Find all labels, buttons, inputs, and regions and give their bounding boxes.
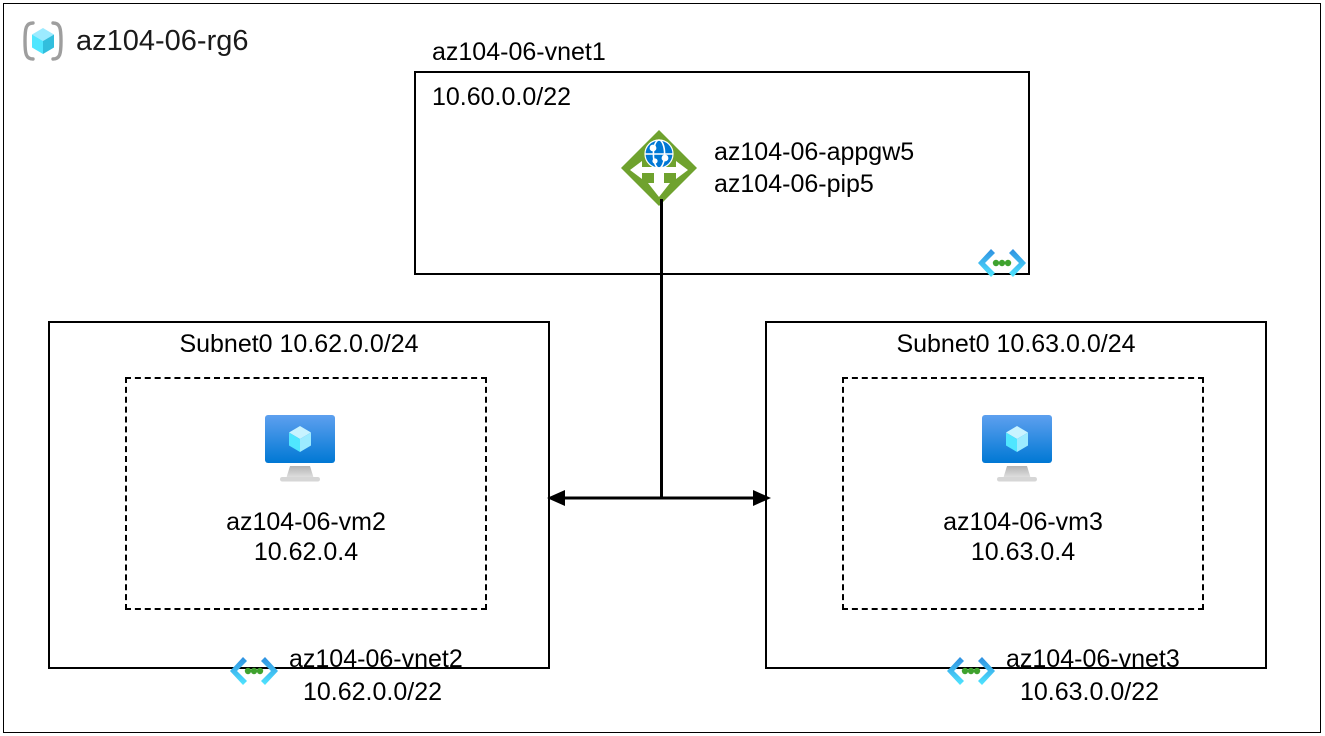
vnet3-box — [765, 321, 1267, 669]
resource-group-header: az104-06-rg6 — [22, 20, 249, 62]
application-gateway-group[interactable]: az104-06-appgw5 az104-06-pip5 — [618, 127, 914, 209]
resource-group-frame — [3, 3, 1321, 733]
vnet2-cidr: 10.62.0.0/22 — [303, 678, 443, 706]
vnet2-subnet-title: Subnet0 10.62.0.0/24 — [179, 330, 419, 358]
vnet3-cidr: 10.63.0.0/22 — [1020, 678, 1160, 706]
vnet2-vm-name: az104-06-vm2 — [226, 508, 386, 536]
vnet2-subnet-dashed-border — [125, 377, 487, 610]
vnet1-title: az104-06-vnet1 — [432, 38, 606, 66]
vnet2-vm-ip: 10.62.0.4 — [253, 538, 359, 566]
vnet2-virtual-machine-icon[interactable] — [262, 413, 338, 485]
application-gateway-labels: az104-06-appgw5 az104-06-pip5 — [714, 136, 914, 200]
bidirectional-peering-arrow — [545, 482, 773, 519]
vnet1-virtual-network-icon — [976, 246, 1028, 280]
vnet2-virtual-network-icon — [228, 654, 280, 688]
vnet3-vm-name: az104-06-vm3 — [943, 508, 1103, 536]
application-gateway-icon — [618, 127, 700, 209]
appgw-name: az104-06-appgw5 — [714, 138, 915, 166]
resource-group-cube-icon — [22, 20, 64, 62]
vnet3-virtual-machine-icon[interactable] — [979, 413, 1055, 485]
vnet1-cidr: 10.60.0.0/22 — [432, 83, 572, 111]
vnet3-name: az104-06-vnet3 — [1006, 645, 1180, 673]
vnet3-subnet-dashed-border — [842, 377, 1204, 610]
vnet3-vm-labels: az104-06-vm3 10.63.0.4 — [842, 507, 1204, 567]
resource-group-name: az104-06-rg6 — [76, 24, 249, 57]
vnet2-box — [48, 321, 550, 669]
vnet2-vm-labels: az104-06-vm2 10.62.0.4 — [125, 507, 487, 567]
public-ip-name: az104-06-pip5 — [714, 170, 874, 198]
vnet2-name: az104-06-vnet2 — [289, 645, 463, 673]
vnet3-virtual-network-icon — [945, 654, 997, 688]
vnet3-subnet-title: Subnet0 10.63.0.0/24 — [896, 330, 1136, 358]
vnet1-box — [414, 71, 1030, 275]
vnet3-vm-ip: 10.63.0.4 — [970, 538, 1076, 566]
gateway-connection-line — [660, 199, 663, 499]
